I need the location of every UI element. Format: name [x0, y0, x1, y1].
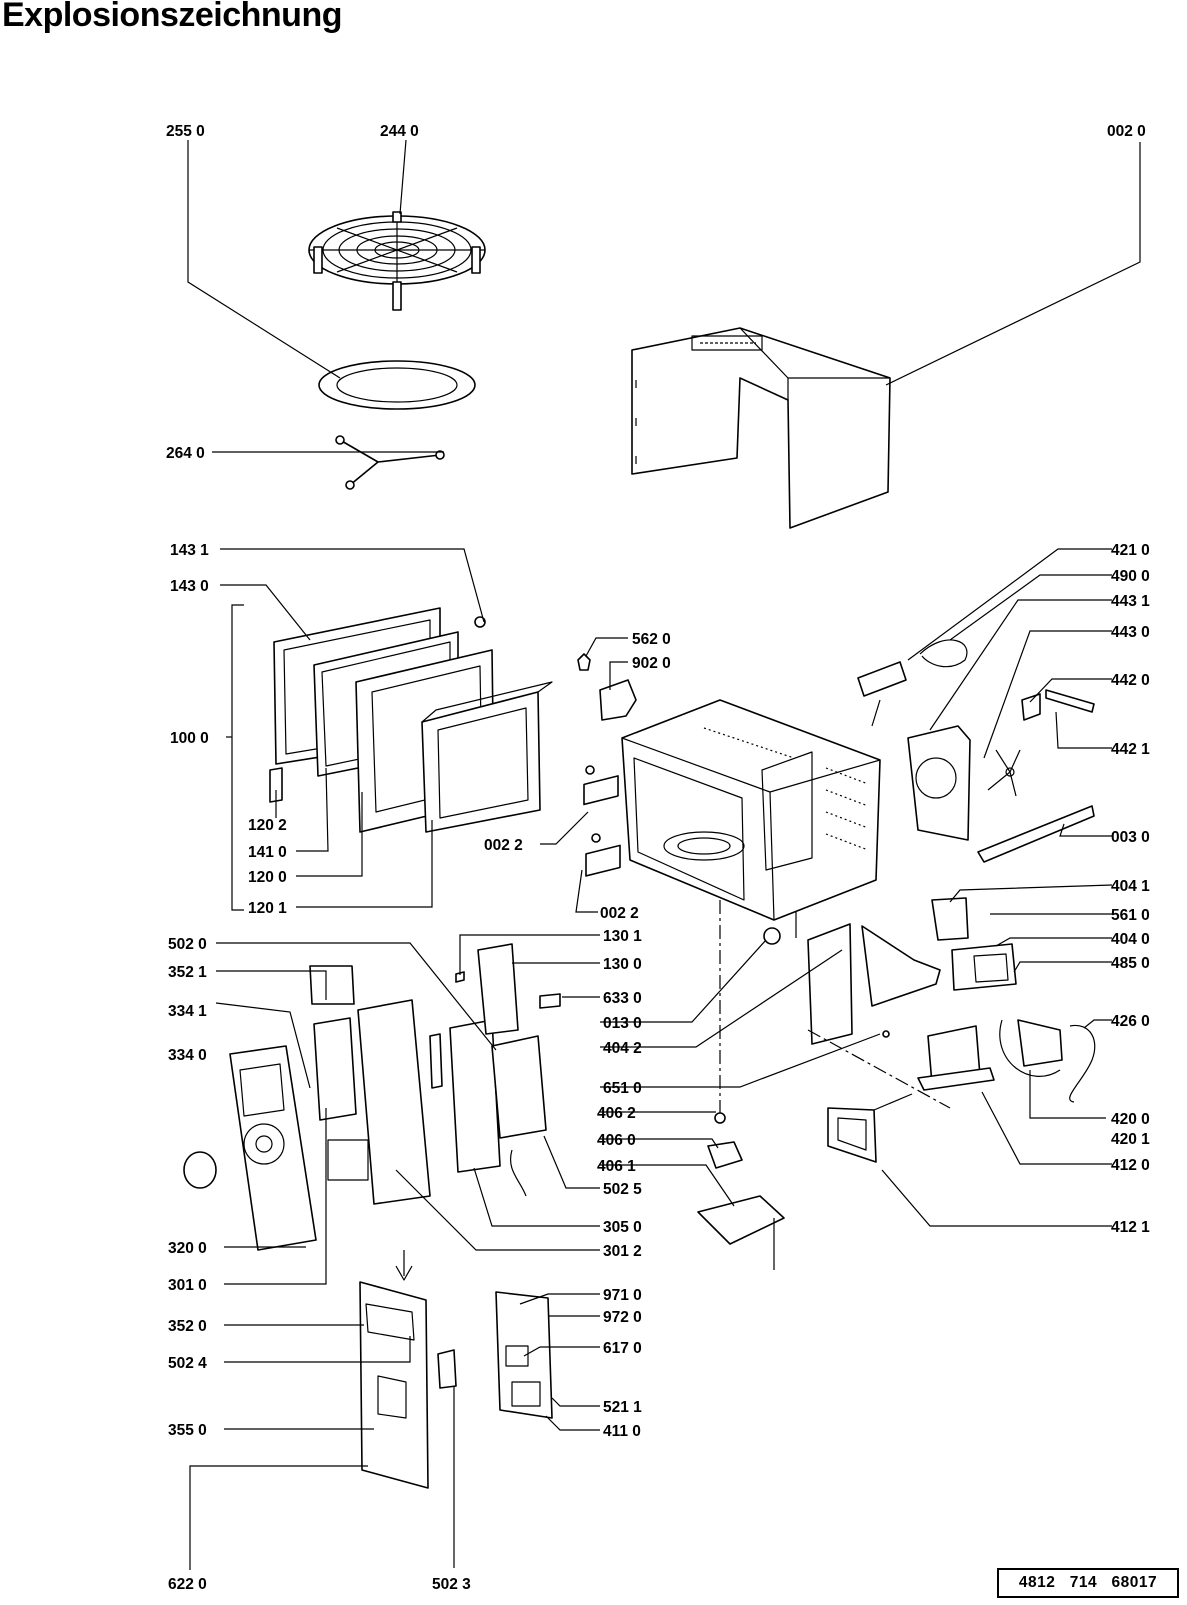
- part-label-4040: 404 0: [1111, 931, 1150, 948]
- part-label-3050: 305 0: [603, 1219, 642, 1236]
- part-label-4120: 412 0: [1111, 1157, 1150, 1174]
- part-label-4110: 411 0: [603, 1423, 641, 1440]
- part-label-4210: 421 0: [1111, 542, 1150, 559]
- part-label-5020: 502 0: [168, 936, 207, 953]
- part-label-4060: 406 0: [597, 1132, 636, 1149]
- part-label-5023: 502 3: [432, 1576, 471, 1593]
- part-label-5211: 521 1: [603, 1399, 642, 1416]
- part-label-0020: 002 0: [1107, 123, 1146, 140]
- part-label-3520: 352 0: [168, 1318, 207, 1335]
- part-label-3521: 352 1: [168, 964, 207, 981]
- part-label-2550: 255 0: [166, 123, 205, 140]
- part-label-2640: 264 0: [166, 445, 205, 462]
- part-label-5025: 502 5: [603, 1181, 642, 1198]
- part-label-1202: 120 2: [248, 817, 287, 834]
- display-board-part: [359, 1250, 457, 1489]
- part-label-4850: 485 0: [1111, 955, 1150, 972]
- switch-bracket-part: [577, 653, 637, 721]
- part-label-1300: 130 0: [603, 956, 642, 973]
- part-label-4200: 420 0: [1111, 1111, 1150, 1128]
- page-title: Explosionszeichnung: [2, 0, 342, 34]
- part-label-9710: 971 0: [603, 1287, 642, 1304]
- transformer-part: [807, 897, 1096, 1103]
- part-label-3340: 334 0: [168, 1047, 207, 1064]
- part-label-1431: 143 1: [170, 542, 209, 559]
- part-label-0030: 003 0: [1111, 829, 1150, 846]
- part-label-5024: 502 4: [168, 1355, 207, 1372]
- glass-plate-part: [318, 360, 476, 410]
- part-label-4042: 404 2: [603, 1040, 642, 1057]
- part-label-3200: 320 0: [168, 1240, 207, 1257]
- part-label-3550: 355 0: [168, 1422, 207, 1439]
- part-label-1201: 120 1: [248, 900, 287, 917]
- part-label-9720: 972 0: [603, 1309, 642, 1326]
- part-label-4201: 420 1: [1111, 1131, 1150, 1148]
- capacitor-part: [857, 639, 968, 727]
- power-board-part: [495, 1291, 553, 1419]
- part-label-1430: 143 0: [170, 578, 209, 595]
- control-panel-part: [183, 943, 561, 1251]
- part-label-4431: 443 1: [1111, 593, 1150, 610]
- part-label-6510: 651 0: [603, 1080, 642, 1097]
- cover-plate-part: [827, 1093, 913, 1163]
- part-label-4061: 406 1: [597, 1158, 636, 1175]
- fan-housing-part: [907, 689, 1095, 841]
- part-label-4900: 490 0: [1111, 568, 1150, 585]
- part-label-4062: 406 2: [597, 1105, 636, 1122]
- part-label-9020: 902 0: [632, 655, 671, 672]
- part-label-6220: 622 0: [168, 1576, 207, 1593]
- part-label-0022b: 002 2: [600, 905, 639, 922]
- door-assembly-part: [269, 607, 553, 833]
- roller-support-part: [335, 435, 445, 490]
- part-label-4421: 442 1: [1111, 741, 1150, 758]
- leader-lines: [187, 139, 1141, 1570]
- outer-cover-part: [631, 327, 891, 529]
- part-label-4260: 426 0: [1111, 1013, 1150, 1030]
- part-label-6170: 617 0: [603, 1340, 642, 1357]
- stirrer-motor-part: [697, 900, 951, 1270]
- part-label-1000: 100 0: [170, 730, 209, 747]
- part-label-3010: 301 0: [168, 1277, 207, 1294]
- part-label-4430: 443 0: [1111, 624, 1150, 641]
- part-label-1410: 141 0: [248, 844, 287, 861]
- part-label-3012: 301 2: [603, 1243, 642, 1260]
- part-label-5610: 561 0: [1111, 907, 1150, 924]
- part-label-3341: 334 1: [168, 1003, 207, 1020]
- part-label-4121: 412 1: [1111, 1219, 1150, 1236]
- rail-part: [977, 805, 1095, 863]
- part-label-1200: 120 0: [248, 869, 287, 886]
- rack-part: [308, 211, 486, 311]
- part-label-4420: 442 0: [1111, 672, 1150, 689]
- part-label-2440: 244 0: [380, 123, 419, 140]
- cavity-chassis-part: [583, 699, 881, 921]
- part-number-labels: 255 0 244 0 002 0 264 0 143 1 143 0 100 0 120 2…: [166, 123, 1150, 1593]
- document-number: 4812 714 68017: [997, 1568, 1179, 1598]
- part-label-6330: 633 0: [603, 990, 642, 1007]
- part-label-4041: 404 1: [1111, 878, 1150, 895]
- part-label-0130: 013 0: [603, 1015, 642, 1032]
- part-label-5620: 562 0: [632, 631, 671, 648]
- part-label-0022a: 002 2: [484, 837, 523, 854]
- part-label-1301: 130 1: [603, 928, 642, 945]
